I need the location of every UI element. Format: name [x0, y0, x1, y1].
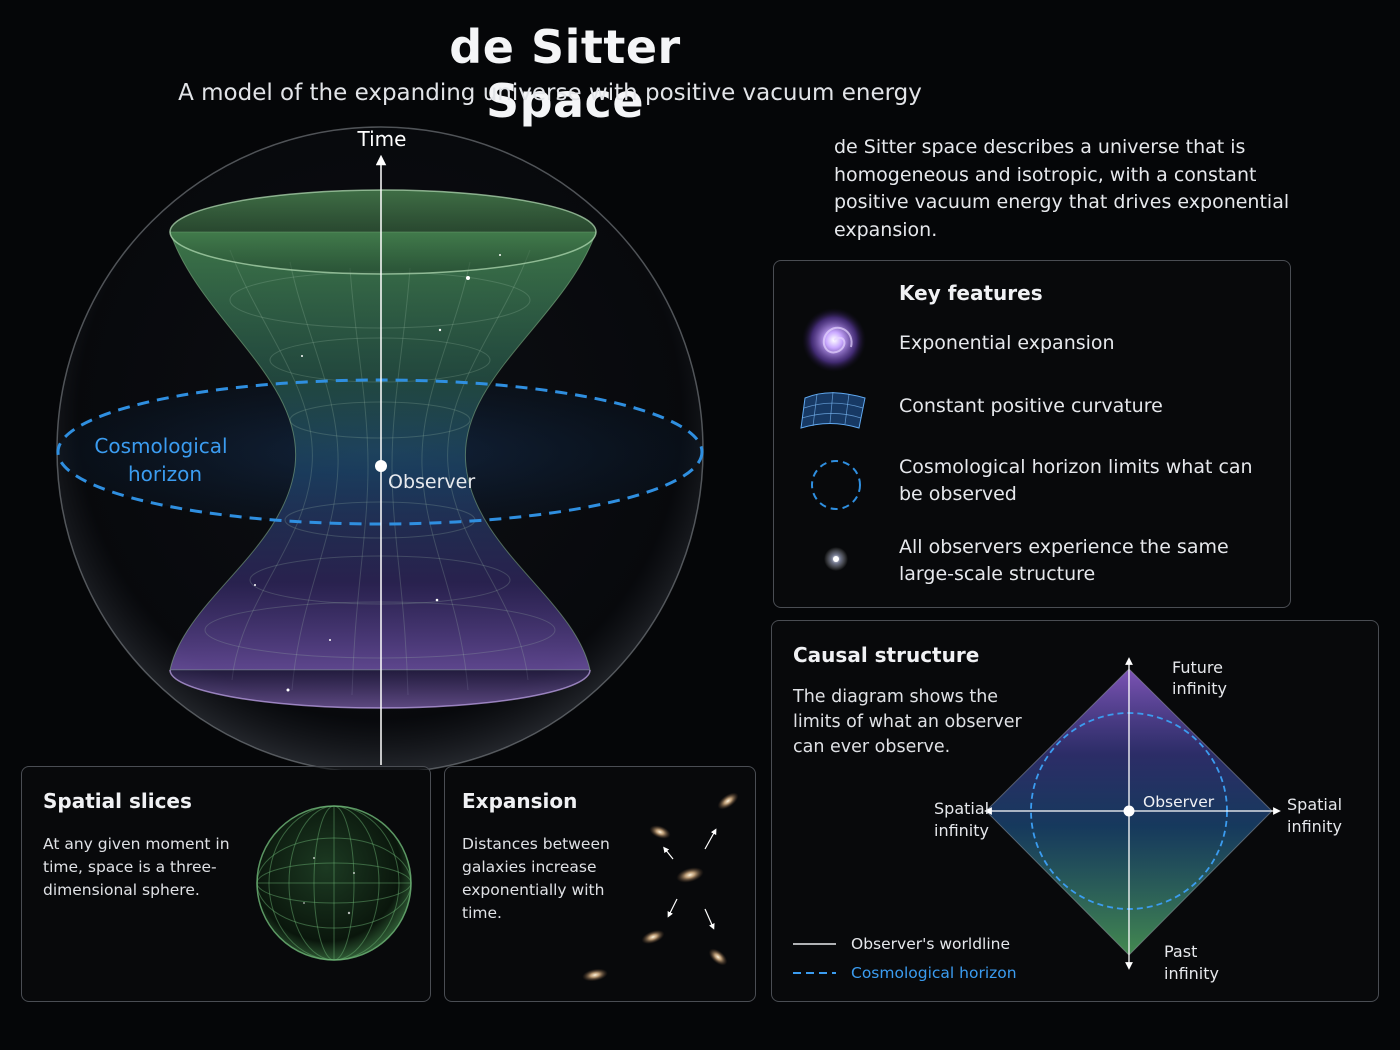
spatial-infinity-left-line1: Spatial: [934, 799, 989, 818]
penrose-observer-point: [1123, 805, 1135, 817]
intro-text: de Sitter space describes a universe tha…: [834, 136, 1290, 241]
cosmological-horizon-ring: [56, 378, 704, 526]
page-title: de Sitter Space: [449, 20, 681, 128]
future-infinity-line1: Future: [1172, 658, 1223, 677]
causal-structure-panel: Causal structure The diagram shows the l…: [771, 620, 1379, 1002]
past-infinity-line2: infinity: [1164, 964, 1219, 983]
feature-label-2: Constant positive curvature: [899, 395, 1163, 417]
hyperboloid-top-rim: [169, 189, 597, 275]
expansion-title: Expansion: [462, 789, 578, 813]
feature-label-1: Exponential expansion: [899, 332, 1115, 354]
legend-horizon-label: Cosmological horizon: [851, 964, 1017, 982]
dashed-circle-icon: [811, 460, 861, 510]
feature-label-3: Cosmological horizon limits what can be …: [899, 456, 1253, 505]
star-point-icon: [824, 547, 848, 571]
three-sphere-icon: [256, 805, 412, 961]
time-axis-label: Time: [357, 127, 407, 151]
key-features-title: Key features: [899, 281, 1043, 305]
legend-worldline-label: Observer's worldline: [851, 935, 1010, 953]
spatial-slices-panel: Spatial slices At any given moment in ti…: [21, 766, 431, 1002]
causal-structure-description: The diagram shows the limits of what an …: [793, 687, 1022, 757]
spatial-infinity-right-line1: Spatial: [1287, 795, 1342, 814]
key-features-panel: Key features Exponential expansion Const…: [773, 260, 1291, 608]
background-stars: [254, 254, 501, 692]
spiral-galaxy-icon: [802, 308, 866, 372]
horizon-label-line2: horizon: [128, 462, 202, 486]
spatial-infinity-right-line2: infinity: [1287, 817, 1342, 836]
hyperboloid-bottom-rim: [169, 669, 591, 709]
observer-point: [375, 460, 387, 472]
expansion-arrows: [663, 828, 717, 930]
spatial-slices-title: Spatial slices: [43, 789, 192, 813]
past-infinity-line1: Past: [1164, 942, 1197, 961]
feature-label-4: All observers experience the same large-…: [899, 536, 1229, 585]
page-subtitle: A model of the expanding universe with p…: [178, 80, 922, 106]
penrose-observer-label: Observer: [1143, 793, 1215, 811]
expanding-galaxies-illustration: [582, 792, 739, 982]
penrose-diagram: Observer Future infinity Past infinity S…: [793, 657, 1342, 983]
curved-grid-icon: [800, 391, 866, 429]
spatial-infinity-left-line2: infinity: [934, 821, 989, 840]
expansion-panel: Expansion Distances between galaxies inc…: [444, 766, 756, 1002]
spatial-slices-description: At any given moment in time, space is a …: [43, 835, 230, 899]
observer-label: Observer: [388, 471, 475, 493]
galaxy-marks: [582, 792, 739, 982]
hyperboloid-diagram: Time Observer Cosmological horizon: [56, 126, 704, 770]
future-infinity-line2: infinity: [1172, 679, 1227, 698]
expansion-description: Distances between galaxies increase expo…: [462, 835, 610, 922]
horizon-label-line1: Cosmological: [94, 434, 227, 458]
causal-structure-title: Causal structure: [793, 643, 980, 667]
